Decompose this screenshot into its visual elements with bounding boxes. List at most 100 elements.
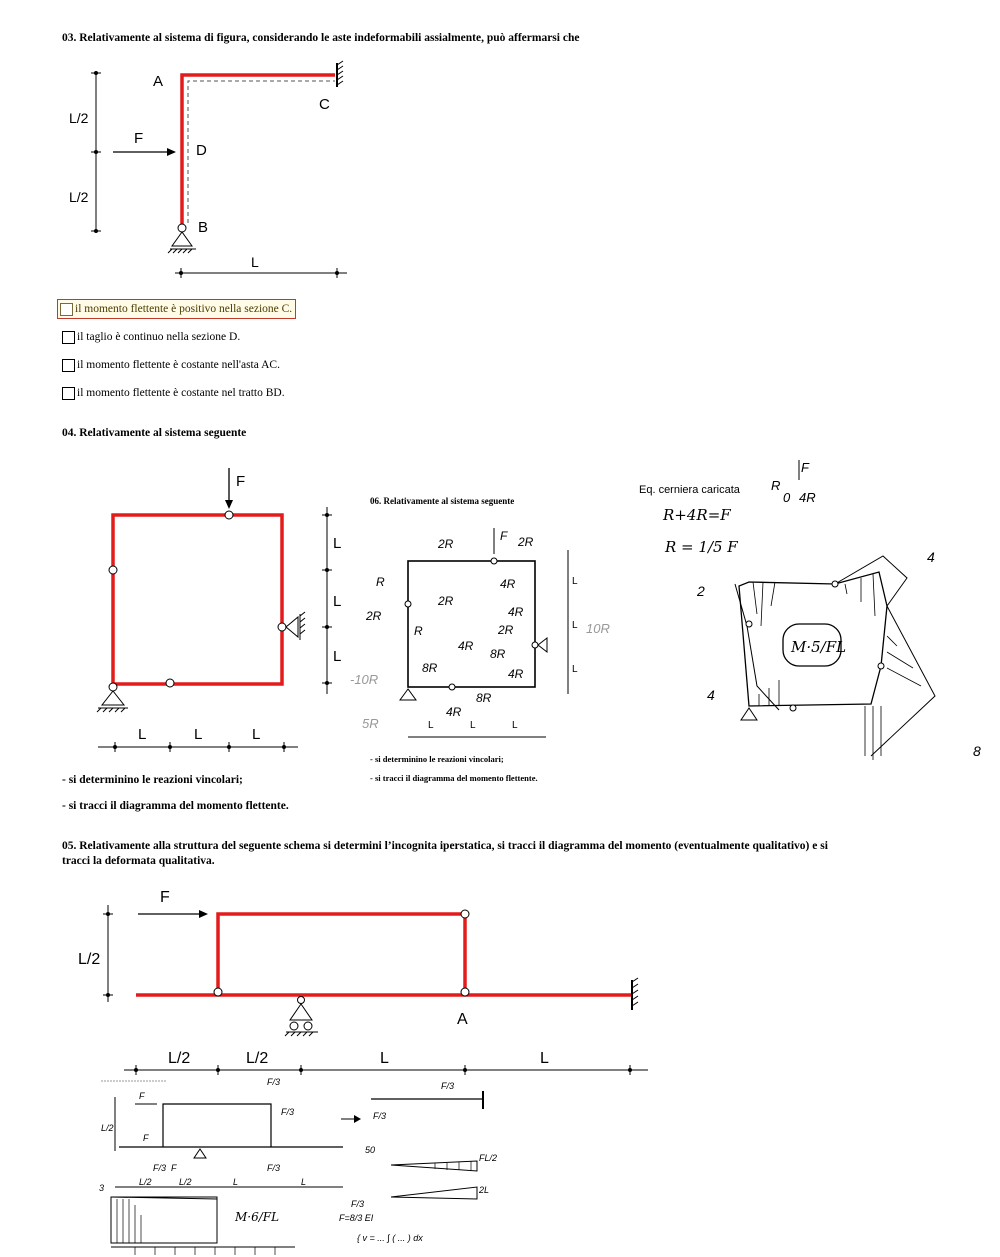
svg-text:L/2: L/2 (139, 1177, 152, 1187)
checkbox[interactable] (62, 358, 75, 372)
q05-dim-2: L/2 (246, 1050, 268, 1067)
q03-option-1[interactable]: il momento flettente è positivo nella se… (57, 299, 297, 319)
q05-portal (216, 912, 467, 993)
q05-title-line2: tracci la deformata qualitativa. (62, 855, 215, 867)
svg-text:4R: 4R (508, 667, 524, 681)
q04-frame (111, 513, 284, 686)
svg-text:{ v = ... ∫ ( ... ) dx: { v = ... ∫ ( ... ) dx (357, 1233, 423, 1243)
svg-text:2R: 2R (437, 594, 454, 608)
svg-text:8R: 8R (422, 661, 438, 675)
q05-label-f: F (160, 889, 170, 906)
svg-text:10R: 10R (586, 621, 610, 636)
svg-text:L/2: L/2 (179, 1177, 192, 1187)
q03-label-a: A (153, 73, 163, 90)
svg-text:F/3: F/3 (267, 1077, 280, 1087)
svg-text:2L: 2L (478, 1185, 489, 1195)
svg-text:2R: 2R (437, 537, 454, 551)
svg-text:F: F (500, 529, 508, 543)
svg-text:F/3: F/3 (351, 1199, 364, 1209)
q05-title-line1: 05. Relativamente alla struttura del seg… (62, 840, 828, 852)
option-text: il momento flettente è positivo nella se… (75, 303, 293, 315)
svg-text:8R: 8R (490, 647, 506, 661)
q04-right-support (285, 615, 299, 639)
svg-text:F: F (139, 1091, 145, 1101)
q04-dim-v2: L (333, 593, 341, 610)
svg-text:L: L (572, 576, 578, 587)
q03-label-b: B (198, 219, 208, 236)
note-eq: Eq. cerniera caricata (639, 484, 741, 496)
q04-dim-h1: L (138, 726, 146, 743)
svg-text:FL/2: FL/2 (479, 1153, 497, 1163)
svg-text:0: 0 (783, 490, 791, 505)
q04-task-2: - si tracci il diagramma del momento fle… (62, 800, 289, 812)
svg-text:F: F (801, 460, 810, 475)
q04-dim-v1: L (333, 535, 341, 552)
q05-roller-support (289, 1003, 313, 1021)
svg-text:L: L (233, 1177, 238, 1187)
q04-dim-v3: L (333, 648, 341, 665)
svg-text:4R: 4R (500, 577, 516, 591)
q03-option-4[interactable]: il momento flettente è costante nel trat… (62, 384, 285, 402)
q05-dim-height: L/2 (78, 951, 100, 968)
q03-fiber (187, 80, 335, 223)
q04-dim-h3: L (252, 726, 260, 743)
q03-option-2[interactable]: il taglio è continuo nella sezione D. (62, 328, 240, 346)
q05-dim-3: L (380, 1050, 389, 1067)
q04-left-support (100, 690, 126, 706)
scan-task-2: - si tracci il diagramma del momento fle… (370, 773, 538, 783)
svg-text:L: L (512, 720, 518, 731)
checkbox[interactable] (62, 386, 75, 400)
note-r2: R = 1/5 F (664, 538, 738, 556)
svg-text:4R: 4R (446, 705, 462, 719)
svg-text:L: L (301, 1177, 306, 1187)
scan-task-1: - si determinino le reazioni vincolari; (370, 754, 504, 764)
svg-text:2R: 2R (365, 609, 382, 623)
svg-text:4R: 4R (799, 490, 816, 505)
q04-moment-notes: Eq. cerniera caricata R+4R=F R = 1/5 F R… (639, 460, 981, 760)
svg-text:8R: 8R (476, 691, 492, 705)
checkbox[interactable] (60, 302, 73, 316)
q05-figure: L/2 F A L/2 L/2 L L (78, 889, 648, 1075)
q03-label-c: C (319, 96, 330, 113)
q03-dim-half-bottom: L/2 (69, 189, 89, 205)
q03-dim-length: L (251, 254, 259, 270)
note-r1: R+4R=F (662, 506, 731, 524)
svg-text:50: 50 (365, 1145, 375, 1155)
q03-pin-support (171, 231, 193, 247)
option-text: il momento flettente è costante nell'ast… (77, 359, 280, 371)
q04-hinge-bottom (165, 678, 175, 688)
svg-text:R: R (771, 478, 780, 493)
svg-text:L/2: L/2 (101, 1123, 114, 1133)
svg-text:R: R (376, 575, 385, 589)
q04-figure: F L L L L L L (96, 468, 341, 752)
svg-text:4R: 4R (508, 605, 524, 619)
svg-text:5R: 5R (362, 716, 379, 731)
q03-label-d: D (196, 142, 207, 159)
q04-hinge-left (108, 565, 118, 575)
q03-dim-half-top: L/2 (69, 110, 89, 126)
q05-hinge-a (460, 987, 470, 997)
note-m6: M·6/FL (234, 1210, 279, 1224)
svg-text:8: 8 (973, 743, 981, 759)
svg-text:R: R (414, 624, 423, 638)
svg-text:L: L (470, 720, 476, 731)
q04-task-1: - si determinino le reazioni vincolari; (62, 774, 243, 786)
checkbox[interactable] (62, 330, 75, 344)
q04-title: 04. Relativamente al sistema seguente (62, 427, 247, 439)
svg-text:-10R: -10R (350, 672, 378, 687)
q03-title: 03. Relativamente al sistema di figura, … (62, 32, 580, 44)
svg-text:2: 2 (696, 583, 705, 599)
option-text: il momento flettente è costante nel trat… (77, 387, 285, 399)
option-text: il taglio è continuo nella sezione D. (77, 331, 241, 343)
svg-text:2R: 2R (517, 535, 534, 549)
q05-dim-4: L (540, 1050, 549, 1067)
svg-text:F: F (143, 1133, 149, 1143)
svg-text:3: 3 (99, 1183, 104, 1193)
q04-label-f: F (236, 473, 245, 490)
svg-text:4R: 4R (458, 639, 474, 653)
q03-option-3[interactable]: il momento flettente è costante nell'ast… (62, 356, 280, 374)
svg-text:4: 4 (707, 687, 715, 703)
svg-text:F: F (171, 1163, 177, 1173)
q03-figure: L/2 L/2 A C D F B L (69, 60, 347, 278)
svg-text:F=8/3 EI: F=8/3 EI (339, 1213, 374, 1223)
